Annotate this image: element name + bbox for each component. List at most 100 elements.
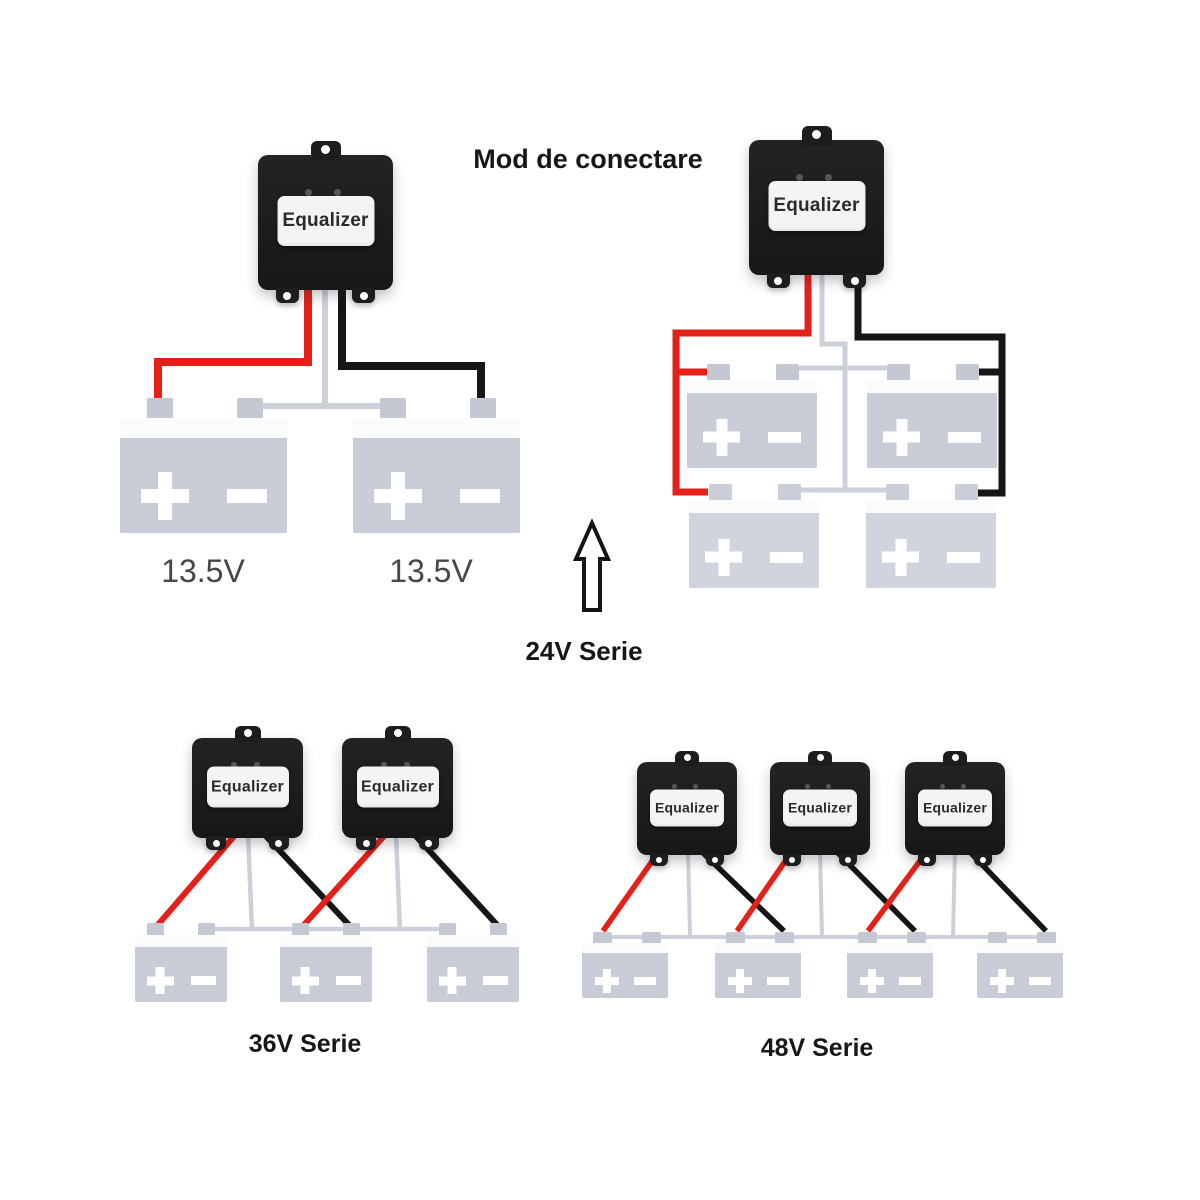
plus-icon [595, 969, 619, 993]
battery [353, 398, 520, 533]
minus-icon [226, 488, 267, 503]
battery-body [687, 393, 817, 468]
caption-48v-serie: 48V Serie [760, 1034, 874, 1062]
page-title: Mod de conectare [473, 144, 703, 174]
battery [867, 364, 997, 468]
screw-hole [425, 839, 433, 847]
battery-body [847, 953, 933, 998]
wire-24v4-balance [819, 268, 848, 490]
wire-48v-positive-3 [865, 848, 931, 933]
screw-hole [816, 753, 824, 761]
minus-icon [948, 431, 981, 443]
wire-24v4-positive [672, 268, 812, 496]
screw-hole [283, 291, 292, 300]
mount-tab [808, 751, 832, 766]
battery [687, 364, 817, 468]
battery-top [120, 418, 287, 438]
equalizer-label: Equalizer [206, 766, 289, 808]
battery [715, 932, 801, 998]
screw-hole [712, 856, 718, 863]
battery [866, 484, 996, 588]
battery-top [280, 935, 372, 947]
mount-ear-right [352, 288, 376, 303]
plus-icon [728, 969, 752, 993]
mount-ear-right [268, 836, 289, 850]
led-indicator [230, 762, 237, 768]
plus-icon [703, 419, 740, 456]
screw-hole [850, 276, 859, 285]
screw-hole [812, 129, 821, 139]
led-indicator [961, 784, 966, 790]
equalizer-device: Equalizer [637, 751, 737, 866]
screw-hole [212, 839, 220, 847]
led-indicator [826, 784, 831, 790]
battery [689, 484, 819, 588]
caption-36v-serie: 36V Serie [248, 1030, 362, 1058]
mount-tab [675, 751, 699, 766]
battery-positive-terminal [147, 923, 164, 935]
battery-top [689, 500, 819, 513]
minus-icon [947, 551, 980, 563]
battery-positive-terminal [593, 932, 612, 943]
battery [120, 398, 287, 533]
equalizer-device: Equalizer [192, 726, 303, 850]
battery-body [689, 513, 819, 588]
battery-voltage-label: 13.5V [161, 553, 245, 589]
mount-ear-right [418, 836, 439, 850]
battery-positive-terminal [292, 923, 309, 935]
battery-body [135, 947, 227, 1002]
battery-top [427, 935, 519, 947]
battery-negative-terminal [1037, 932, 1056, 943]
plus-icon [705, 539, 742, 576]
screw-hole [393, 728, 402, 737]
battery-negative-terminal [198, 923, 215, 935]
led-indicator [380, 762, 387, 768]
battery-negative-terminal [955, 484, 978, 500]
mount-ear-left [783, 853, 801, 866]
mount-tab [801, 126, 832, 146]
screw-hole [321, 144, 330, 154]
battery-top [135, 935, 227, 947]
plus-icon [141, 472, 189, 520]
battery-top [847, 943, 933, 953]
led-indicator [693, 784, 698, 790]
equalizer-label: Equalizer [277, 196, 374, 247]
mount-ear-right [974, 853, 992, 866]
led-indicator [333, 188, 341, 196]
battery-negative-terminal [778, 484, 801, 500]
battery-body [715, 953, 801, 998]
equalizer-label: Equalizer [768, 181, 865, 232]
minus-icon [1028, 976, 1051, 985]
minus-icon [459, 488, 500, 503]
led-indicator [805, 784, 810, 790]
screw-hole [845, 856, 851, 863]
battery-negative-terminal [776, 364, 799, 380]
battery-body [977, 953, 1063, 998]
screw-hole [656, 856, 662, 863]
wire-36v-balance-1 [245, 833, 255, 931]
battery-top [582, 943, 668, 953]
wire-36v-balance-2 [393, 833, 403, 931]
plus-icon [374, 472, 422, 520]
battery-positive-terminal [858, 932, 877, 943]
battery-negative-terminal [775, 932, 794, 943]
wire-24v-positive [154, 283, 312, 410]
battery-top [866, 500, 996, 513]
plus-icon [882, 539, 919, 576]
battery-negative-terminal [237, 398, 263, 418]
battery-top [867, 380, 997, 393]
battery-body [866, 513, 996, 588]
battery-body [427, 947, 519, 1002]
battery-body [582, 953, 668, 998]
minus-icon [898, 976, 921, 985]
plus-icon [439, 967, 466, 994]
minus-icon [770, 551, 803, 563]
battery [582, 932, 668, 998]
led-indicator [404, 762, 411, 768]
battery-positive-terminal [988, 932, 1007, 943]
screw-hole [951, 753, 959, 761]
battery-negative-terminal [470, 398, 496, 418]
mount-ear-left [766, 273, 790, 288]
led-indicator [305, 188, 313, 196]
battery-top [715, 943, 801, 953]
